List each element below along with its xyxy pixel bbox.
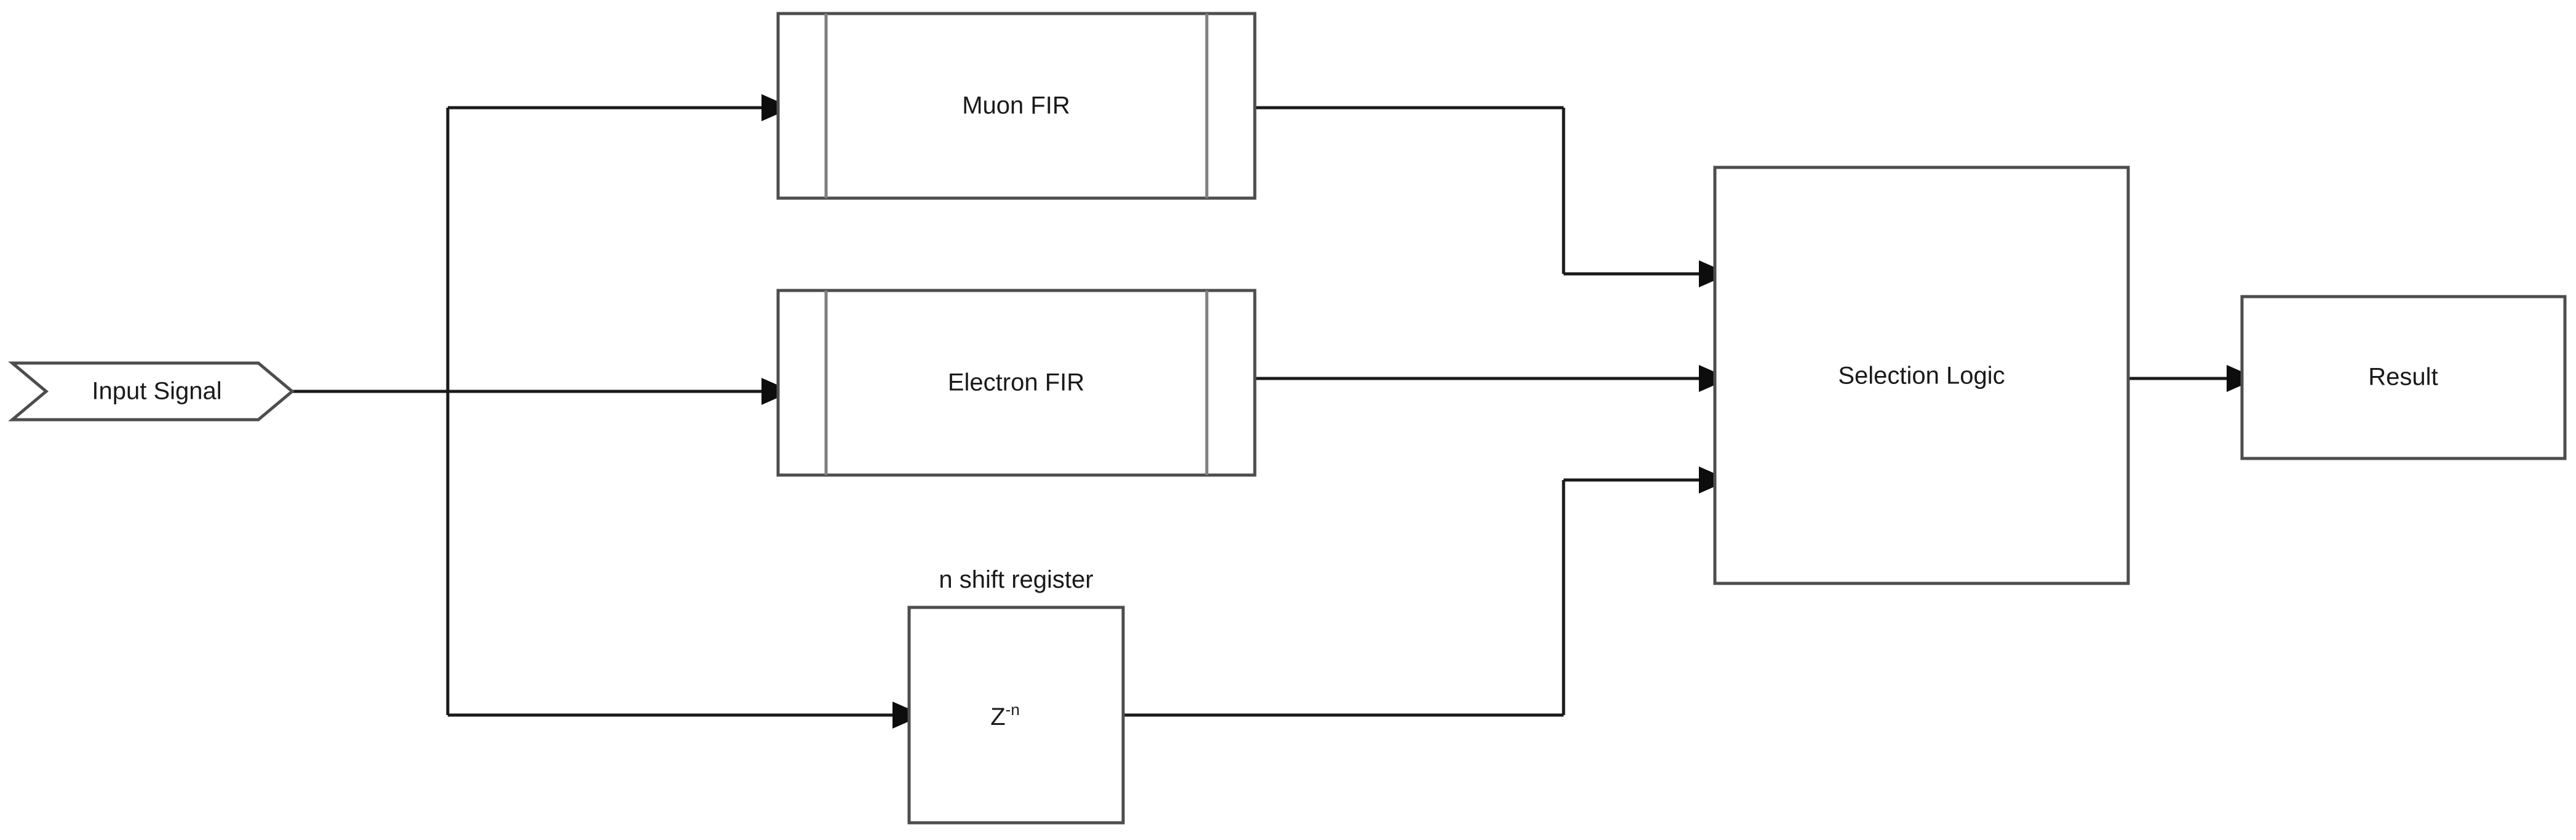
shift-register-label-exponent: -n xyxy=(1006,700,1020,719)
input-signal-chevron xyxy=(8,361,295,422)
node-shift-register[interactable]: Z-n xyxy=(907,606,1125,825)
edge-muon-fir-to-selection xyxy=(1255,106,1730,287)
node-result[interactable]: Result xyxy=(2240,295,2567,460)
result-label: Result xyxy=(2368,364,2438,391)
node-muon-fir[interactable]: Muon FIR xyxy=(776,12,1257,200)
node-electron-fir[interactable]: Electron FIR xyxy=(776,289,1257,477)
node-input-signal[interactable]: Input Signal xyxy=(8,361,295,422)
shift-register-box xyxy=(907,606,1125,825)
edge-electron-fir-to-selection xyxy=(1255,365,1730,392)
selection-logic-box xyxy=(1713,166,2130,585)
edge-input-to-electron-fir xyxy=(448,378,792,405)
shift-register-label-base: Z xyxy=(990,703,1005,730)
result-box xyxy=(2240,295,2567,460)
muon-fir-label: Muon FIR xyxy=(962,92,1070,119)
edge-shift-register-to-selection xyxy=(1123,466,1730,717)
shift-register-caption: n shift register xyxy=(939,566,1093,593)
node-selection-logic[interactable]: Selection Logic xyxy=(1713,166,2130,585)
electron-fir-box xyxy=(776,289,1257,477)
electron-fir-label: Electron FIR xyxy=(948,369,1084,396)
input-signal-label: Input Signal xyxy=(92,378,221,405)
shift-register-label: Z-n xyxy=(990,700,1020,730)
muon-fir-box xyxy=(776,12,1257,200)
selection-logic-label: Selection Logic xyxy=(1838,362,2005,390)
edge-selection-to-result xyxy=(2128,365,2257,392)
edge-input-to-muon-fir xyxy=(292,94,792,393)
